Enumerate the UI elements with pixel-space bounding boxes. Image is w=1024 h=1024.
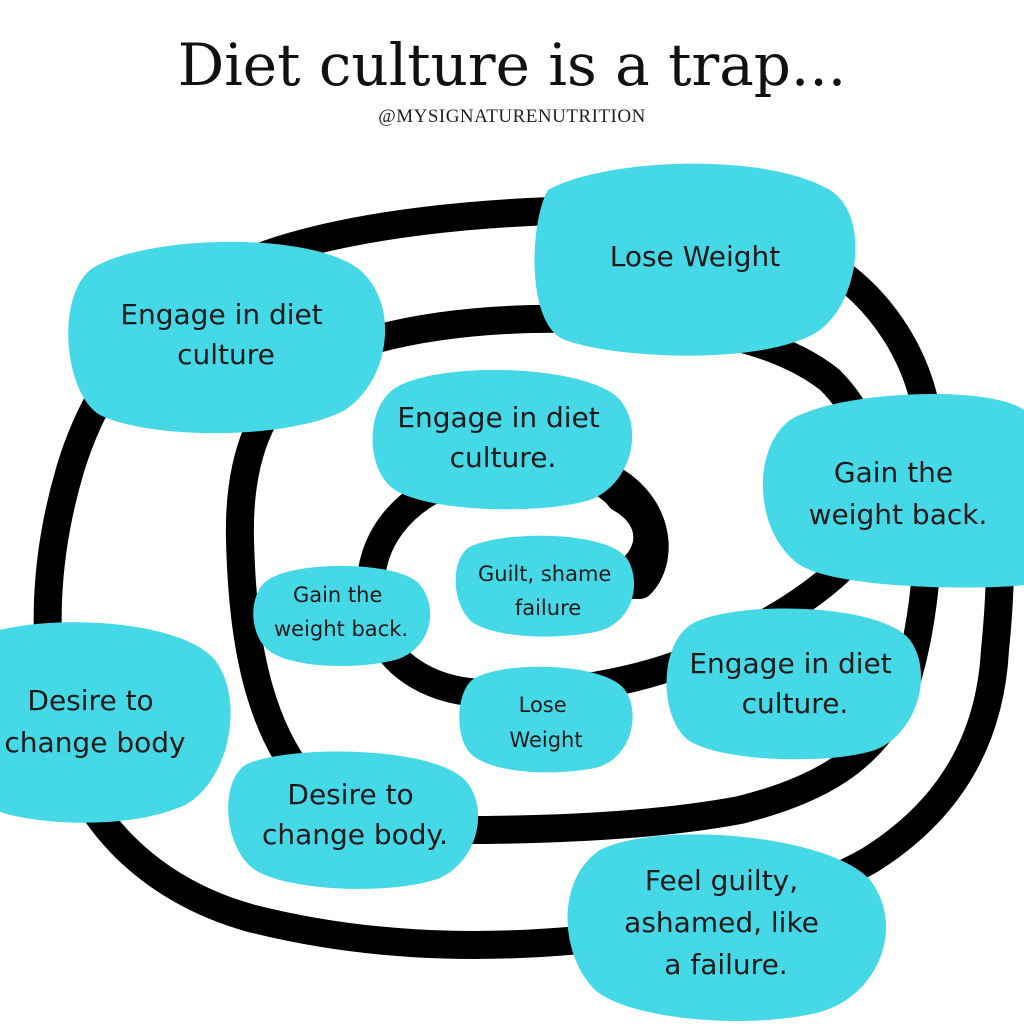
label-outer-lose-weight: Lose Weight	[610, 240, 781, 273]
label-inner-lose-weight: Lose Weight	[509, 693, 582, 752]
label-line: Lose	[519, 693, 567, 717]
label-outer-gain: Gain the weight back.	[809, 456, 988, 531]
label-line: Feel guilty,	[645, 864, 798, 897]
label-line: ashamed, like	[624, 906, 819, 939]
label-line: failure	[515, 596, 581, 620]
blob-center-guilt	[455, 535, 635, 637]
label-line: Weight	[509, 728, 582, 752]
label-mid-desire: Desire to change body.	[262, 778, 448, 851]
label-line: Gain the	[293, 583, 382, 607]
label-line: culture	[177, 338, 275, 371]
label-inner-gain: Gain the weight back.	[274, 583, 408, 641]
blob-outer-feel-guilty	[567, 834, 886, 1021]
label-center-guilt: Guilt, shame failure	[478, 562, 618, 620]
label-line: culture.	[450, 441, 557, 474]
blob-mid-engage-right	[666, 608, 922, 760]
label-line: Engage in diet	[397, 401, 599, 434]
label-line: a failure.	[664, 948, 787, 981]
label-line: culture.	[742, 687, 849, 720]
label-line: Gain the	[834, 456, 953, 489]
label-line: change body.	[262, 818, 448, 851]
label-line: Engage in diet	[689, 647, 891, 680]
blob-mid-engage-top	[372, 369, 633, 510]
label-line: Guilt, shame	[478, 562, 611, 586]
label-line: weight back.	[809, 498, 988, 531]
label-line: Desire to	[27, 684, 153, 717]
blob-outer-gain	[762, 393, 1024, 588]
page-handle: @MYSIGNATURENUTRITION	[378, 106, 646, 127]
label-line: Desire to	[287, 778, 413, 811]
blob-outer-engage	[68, 241, 386, 434]
blob-outer-desire	[0, 622, 231, 823]
label-line: change body	[4, 726, 185, 759]
label-mid-engage-right: Engage in diet culture.	[689, 647, 900, 720]
blob-inner-lose-weight	[459, 666, 633, 773]
label-mid-engage-top: Engage in diet culture.	[397, 401, 608, 474]
blob-outer-lose-weight	[534, 163, 856, 356]
blob-mid-desire	[228, 751, 479, 889]
label-line: Lose Weight	[610, 240, 781, 273]
label-line: Engage in diet	[120, 298, 322, 331]
page-title: Diet culture is a trap...	[177, 31, 847, 99]
label-outer-feel-guilty: Feel guilty, ashamed, like a failure.	[624, 864, 828, 981]
label-outer-engage: Engage in diet culture	[120, 298, 331, 371]
label-line: weight back.	[274, 617, 408, 641]
blob-inner-gain	[253, 565, 431, 666]
label-outer-desire: Desire to change body	[4, 684, 185, 759]
